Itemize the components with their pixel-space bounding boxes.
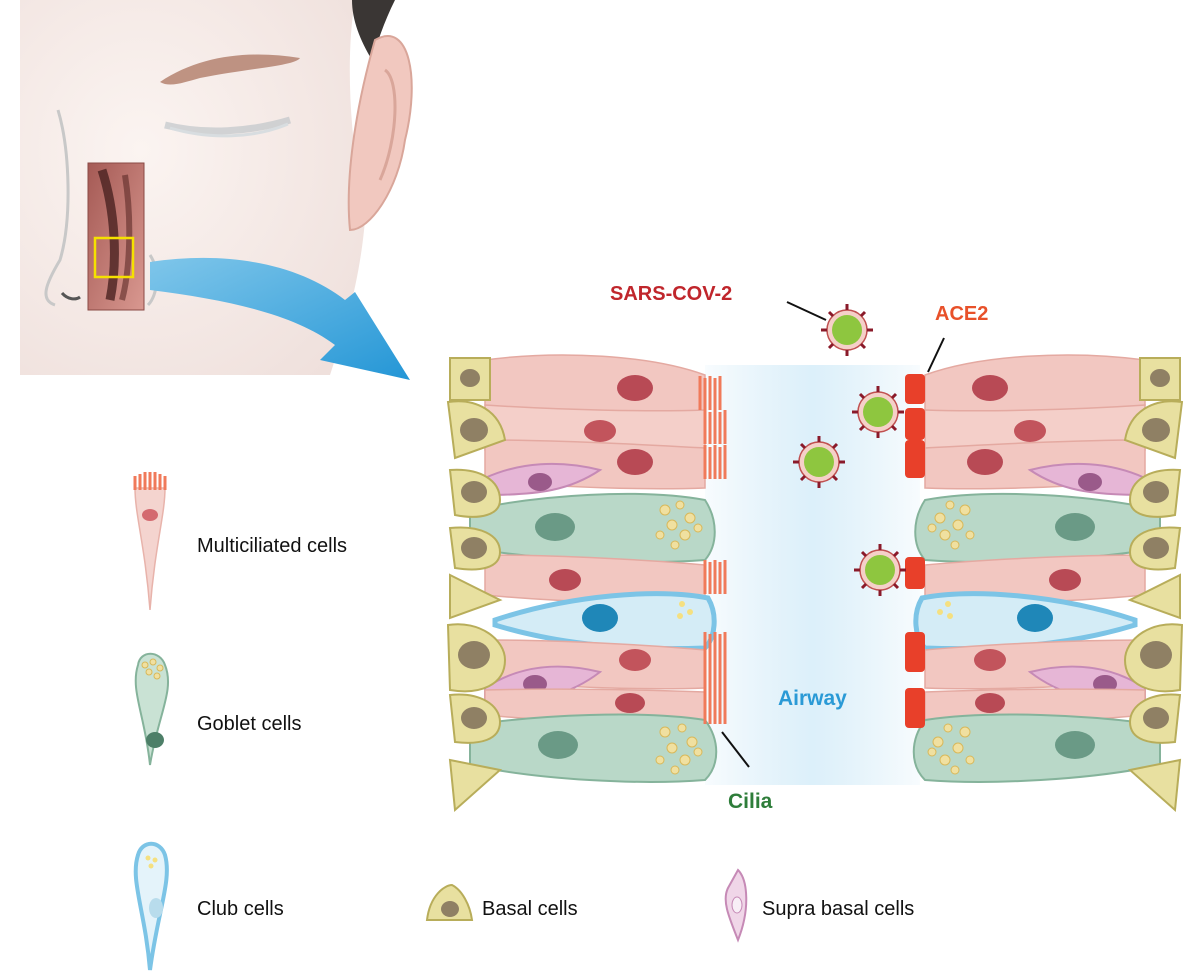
multiciliated-cell	[484, 354, 706, 418]
legend-multiciliated-label: Multiciliated cells	[197, 535, 347, 557]
zoom-arrow	[150, 257, 410, 380]
goblet-cell-icon	[134, 652, 169, 766]
virus-particle	[852, 386, 904, 438]
club-cell-icon	[133, 841, 169, 971]
goblet-cell	[912, 713, 1161, 783]
epithelium-panel: SARS-COV-2 ACE2 Airway Cilia	[446, 283, 1184, 813]
right-epithelium	[905, 354, 1184, 813]
supra-basal-cell	[1027, 462, 1146, 497]
virus-particles	[793, 304, 906, 596]
ace2-label: ACE2	[935, 303, 988, 325]
supra-basal-cell-icon	[724, 868, 748, 943]
left-epithelium	[446, 354, 727, 813]
legend-goblet-label: Goblet cells	[197, 713, 302, 735]
goblet-cell	[914, 492, 1161, 563]
cilia-label: Cilia	[728, 790, 773, 813]
multiciliated-cell	[924, 354, 1146, 418]
legend: Multiciliated cells Goblet cells Club ce…	[133, 472, 914, 971]
supra-basal-cell	[484, 462, 603, 497]
goblet-cell	[469, 492, 716, 563]
ace2-receptors	[905, 374, 925, 728]
airway-label: Airway	[778, 687, 847, 710]
multiciliated-cell	[484, 554, 706, 604]
leader-lines	[721, 301, 945, 768]
legend-basal-label: Basal cells	[482, 898, 578, 920]
virus-particle	[821, 304, 873, 356]
goblet-cell	[469, 713, 718, 783]
multiciliated-cell-icon	[133, 472, 167, 611]
legend-supra-basal-label: Supra basal cells	[762, 898, 914, 920]
legend-club-label: Club cells	[197, 898, 284, 920]
virus-particle	[854, 544, 906, 596]
basal-cell-icon	[425, 883, 474, 921]
virus-particle	[793, 436, 845, 488]
virus-label: SARS-COV-2	[610, 283, 732, 305]
